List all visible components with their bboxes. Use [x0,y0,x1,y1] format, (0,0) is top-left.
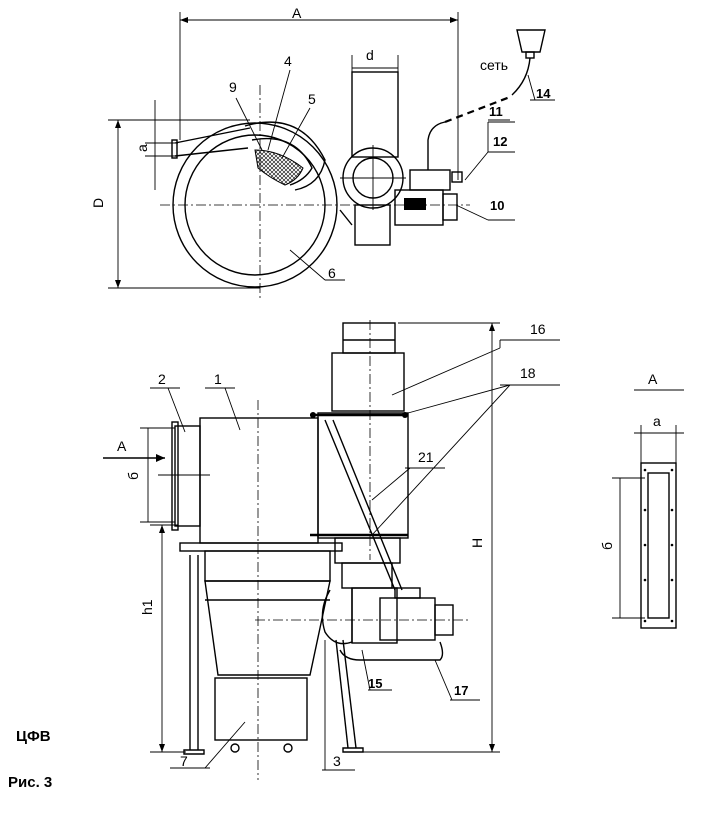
callout-2: 2 [158,371,166,387]
callout-18: 18 [520,365,536,381]
callout-17: 17 [454,683,468,698]
callout-10: 10 [490,198,504,213]
callout-4: 4 [284,53,292,69]
callout-11: 11 [489,104,503,119]
dim-a-plan-label: a [134,144,150,152]
callout-1: 1 [214,371,222,387]
callout-7: 7 [180,753,188,769]
callout-14: 14 [536,86,551,101]
section-dim-b-label: б [599,542,615,550]
callout-16: 16 [530,321,546,337]
network-label: сеть [480,57,508,73]
callout-5: 5 [308,91,316,107]
section-a-title: A [648,371,658,387]
section-dim-a-label: a [653,413,661,429]
view-arrow-a-label: A [117,438,127,454]
callout-3: 3 [333,753,341,769]
callout-15: 15 [368,676,382,691]
callout-12: 12 [493,134,507,149]
front-view: H h1 б A 2 1 16 18 21 [103,320,560,780]
dim-d-label: d [366,47,374,63]
dim-h1-label: h1 [139,599,155,615]
callout-6-plan: 6 [328,265,336,281]
section-a-view: A a б [599,371,684,629]
dim-b-front-label: б [125,472,141,480]
callout-21: 21 [418,449,434,465]
callout-9: 9 [229,79,237,95]
dim-h-label: H [469,538,485,548]
product-caption: ЦФВ [16,728,51,745]
dim-d-big-label: D [90,198,106,208]
plan-view: A d a D [90,5,555,300]
dim-a-upper-label: A [292,5,302,21]
figure-caption: Рис. 3 [8,774,53,791]
